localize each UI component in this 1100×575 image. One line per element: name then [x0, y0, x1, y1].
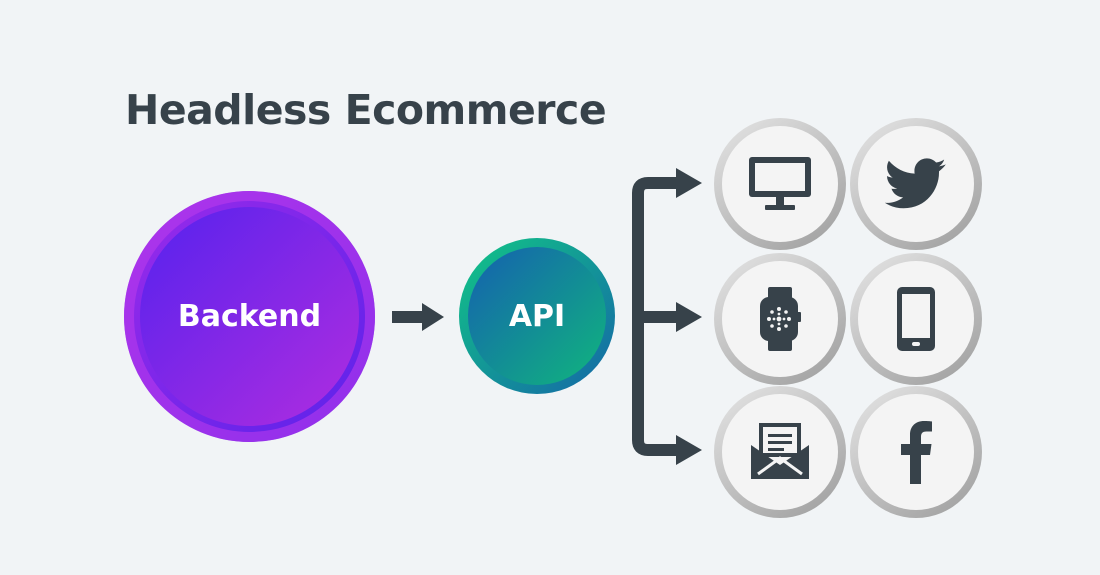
- channel-facebook: [850, 386, 982, 518]
- smartwatch-icon: [760, 287, 801, 351]
- backend-label: Backend: [177, 299, 322, 334]
- channel-email: [714, 386, 846, 518]
- channel-smartphone: [850, 253, 982, 385]
- channel-desktop: [714, 118, 846, 250]
- arrowhead-middle: [676, 302, 702, 332]
- facebook-icon: [901, 421, 932, 484]
- backend-node-fill: [140, 207, 359, 426]
- twitter-bird-icon: [885, 158, 946, 209]
- channel-twitter: [850, 118, 982, 250]
- desktop-monitor-icon: [749, 157, 811, 210]
- channel-smartwatch: [714, 253, 846, 385]
- arrowhead-top: [676, 168, 702, 198]
- api-node-fill: [468, 247, 606, 385]
- api-label: API: [508, 298, 566, 334]
- api-node: API: [459, 238, 615, 394]
- diagram-title: Headless Ecommerce: [125, 86, 607, 134]
- arrowhead-bottom: [676, 435, 702, 465]
- backend-node: Backend: [124, 191, 375, 442]
- arrowhead-api: [422, 303, 444, 331]
- email-envelope-icon: [751, 423, 809, 479]
- smartphone-icon: [897, 287, 935, 351]
